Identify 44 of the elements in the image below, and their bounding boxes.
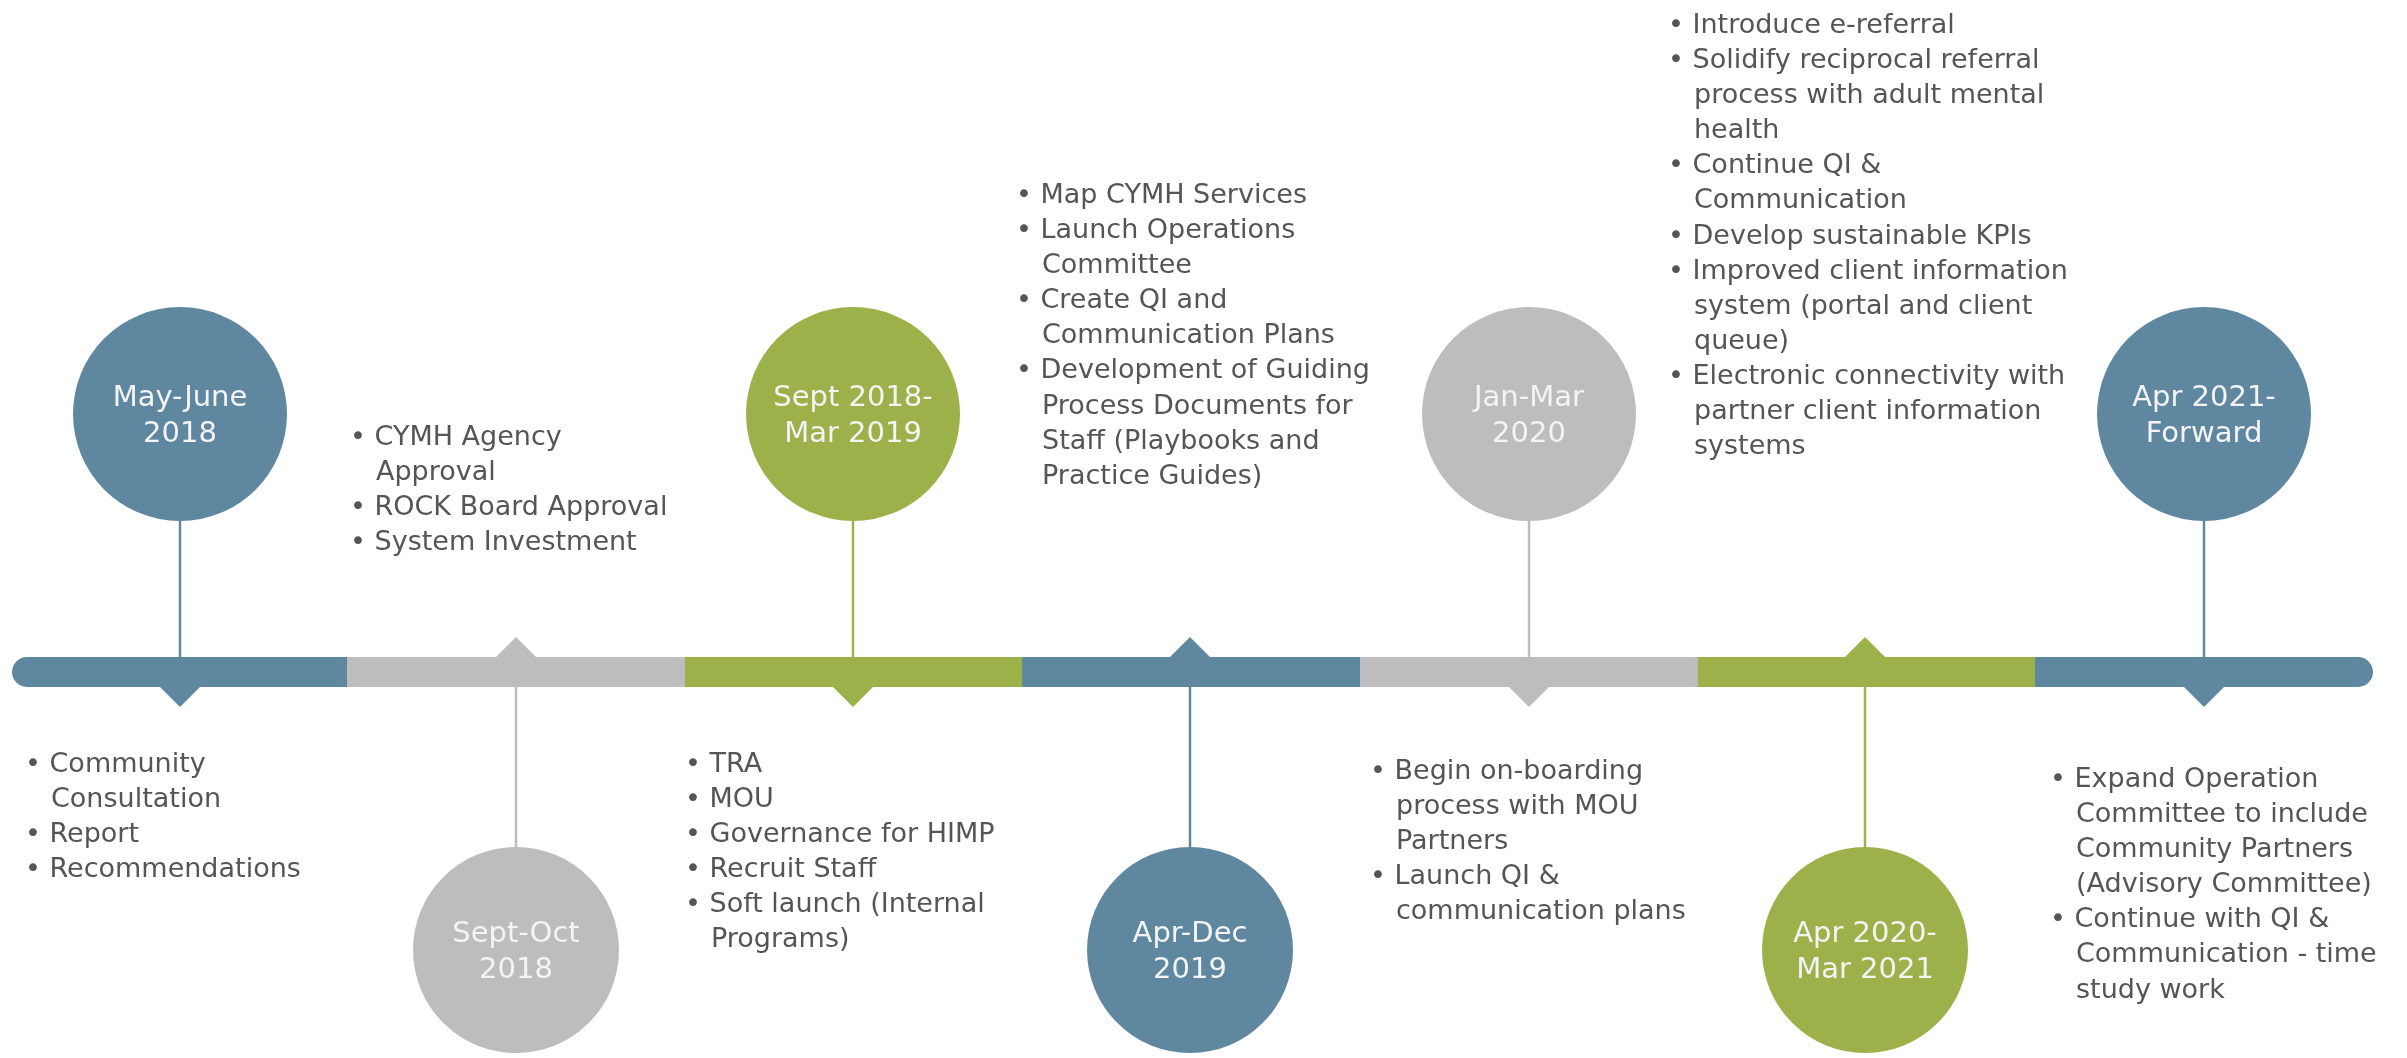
bullet-item: • ROCK Board Approval <box>350 489 669 524</box>
bullet-item: • Recommendations <box>25 851 302 886</box>
bullet-item: • Improved client information system (portal and client queue) <box>1668 252 2069 357</box>
date-label: Apr-Dec 2019 <box>1131 913 1249 987</box>
timeline-segment <box>12 657 347 707</box>
connector-line <box>1863 687 1867 847</box>
bullet-item: • Map CYMH Services <box>1016 177 1308 211</box>
date-label: Sept 2018-Mar 2019 <box>772 377 934 451</box>
timeline-segment <box>1022 637 1360 687</box>
timeline-segment <box>2035 657 2373 707</box>
bullet-item: • Development of Guiding Process Documents for Staff (Playbooks and Practice Guides) <box>1016 352 1371 492</box>
timeline-segment <box>1698 637 2035 687</box>
bullet-item: • TRA <box>685 746 764 780</box>
timeline-segment <box>1360 657 1698 707</box>
bullet-item: • MOU <box>685 781 775 816</box>
bullet-item: • Report <box>25 816 140 851</box>
bullet-item: • Develop sustainable KPIs <box>1668 217 2033 252</box>
bullet-item: • Launch QI & communication plans <box>1370 858 1687 928</box>
bullet-item: • Create QI and Communication Plans <box>1016 282 1336 352</box>
bullet-item: • Soft launch (Internal Programs) <box>685 886 986 956</box>
timeline-segment <box>685 657 1022 707</box>
bullet-item: • CYMH Agency Approval <box>350 419 563 489</box>
connector-line <box>1188 687 1192 847</box>
bullet-item: • Electronic connectivity with partner client information systems <box>1668 357 2067 463</box>
timeline-segment <box>347 637 685 687</box>
connector-line <box>514 687 518 847</box>
bullet-item: • Begin on-boarding process with MOU Partners <box>1370 753 1645 858</box>
bullet-item: • Introduce e-referral <box>1668 7 1956 41</box>
bullet-item: • Recruit Staff <box>685 851 878 886</box>
bullet-item: • Governance for HIMP <box>685 816 996 851</box>
bullet-item: • System Investment <box>350 524 638 559</box>
bullet-item: • Community Consultation <box>25 746 222 816</box>
connector-line <box>178 521 182 657</box>
connector-line <box>2202 521 2206 657</box>
date-label: Apr 2020-Mar 2021 <box>1792 913 1938 987</box>
bullet-item: • Launch Operations Committee <box>1016 212 1297 282</box>
bullet-item: • Continue QI & Communication <box>1668 147 1908 217</box>
bullet-item: • Expand Operation Committee to include Community Partners (Advisory Committee) <box>2050 761 2373 901</box>
connector-line <box>1527 521 1531 657</box>
bullet-item: • Solidify reciprocal referral process with adult mental health <box>1668 42 2046 147</box>
date-label: May-June 2018 <box>111 377 249 451</box>
bullet-item: • Continue with QI & Communication - time study work <box>2050 901 2378 1006</box>
connector-line <box>851 521 855 657</box>
date-label: Apr 2021-Forward <box>2131 377 2277 451</box>
